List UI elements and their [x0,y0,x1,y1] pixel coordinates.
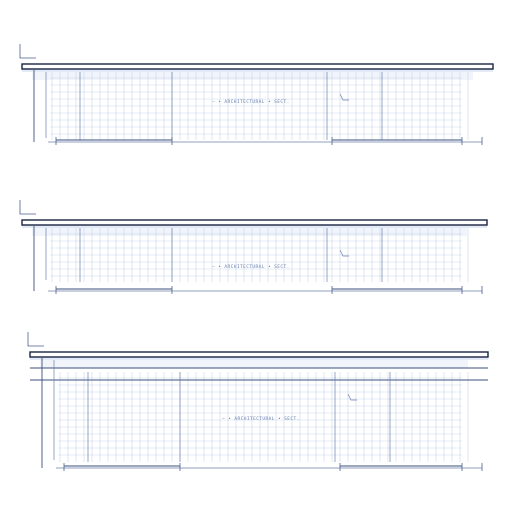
panel-2-section-label: — • ARCHITECTURAL • SECT. [212,264,290,270]
panel-2-corner-bracket [19,200,36,215]
panel-1-beam-shadow [22,69,493,72]
panel-2-haze [32,226,467,236]
panel-3-beam [29,351,489,358]
panel-2-beam-shadow [22,225,487,228]
panel-1-section-label: — • ARCHITECTURAL • SECT. [212,99,290,105]
panel-2-beam [21,219,488,226]
panel-3-section-label: — • ARCHITECTURAL • SECT. [222,416,300,422]
panel-1-beam [21,63,494,70]
panel-3-beam-shadow [30,357,488,360]
panel-1-corner-bracket [19,44,36,59]
panel-2-marker [339,249,349,257]
panel-3-haze [40,358,468,368]
panel-1-marker [339,93,349,101]
panel-3-marker [347,393,357,401]
panel-1-haze [32,70,473,80]
panel-3-corner-bracket [27,332,44,347]
